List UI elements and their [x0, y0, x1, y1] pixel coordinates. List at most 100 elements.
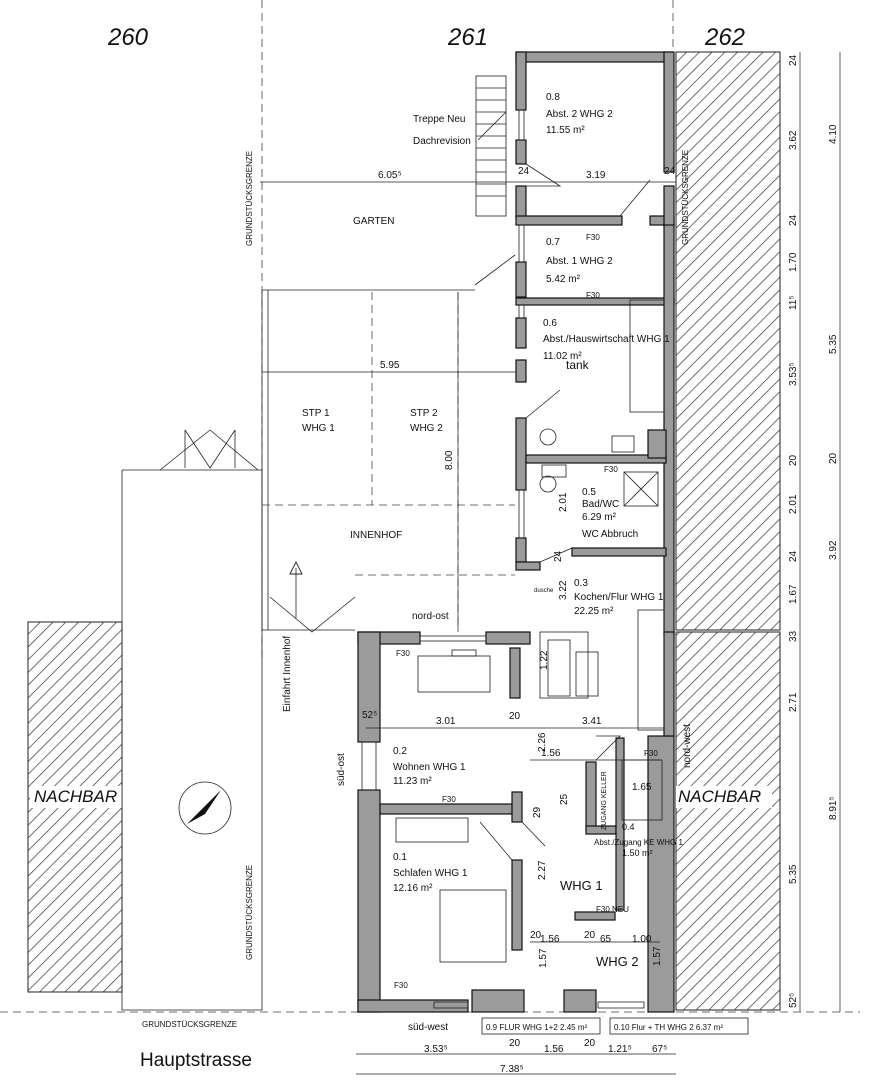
svg-text:Kochen/Flur WHG 1: Kochen/Flur WHG 1	[574, 592, 664, 603]
svg-text:0.9 FLUR WHG 1+2 2.45 m²: 0.9 FLUR WHG 1+2 2.45 m²	[486, 1023, 587, 1032]
svg-text:3.01: 3.01	[436, 716, 456, 727]
svg-text:52⁵: 52⁵	[788, 993, 799, 1008]
svg-text:24: 24	[518, 166, 530, 177]
neighbor-right-hatch-upper	[675, 51, 781, 631]
wall-west-upper	[515, 51, 527, 111]
boundary-label-top: GRUNDSTÜCKSGRENZE	[245, 151, 254, 246]
svg-text:33: 33	[788, 630, 799, 642]
svg-text:1.50 m²: 1.50 m²	[622, 848, 653, 858]
boundary-label-mid: GRUNDSTÜCKSGRENZE	[245, 865, 254, 960]
svg-text:1.57: 1.57	[538, 948, 549, 968]
svg-text:F30: F30	[586, 233, 600, 242]
svg-text:67⁵: 67⁵	[652, 1044, 667, 1055]
north-arrow	[178, 781, 232, 835]
svg-text:3.19: 3.19	[586, 170, 606, 181]
room-0-1: 0.1 Schlafen WHG 1 12.16 m²	[393, 852, 468, 894]
svg-text:20: 20	[584, 1038, 596, 1049]
entrance-label: Einfahrt Innenhof	[282, 636, 293, 712]
svg-text:2.01: 2.01	[788, 494, 799, 514]
svg-text:F30: F30	[394, 981, 408, 990]
svg-text:20: 20	[530, 930, 542, 941]
boundary-label-bottom: GRUNDSTÜCKSGRENZE	[142, 1020, 237, 1029]
lot-number-right: 262	[704, 24, 745, 51]
svg-text:7.38⁵: 7.38⁵	[500, 1064, 524, 1075]
svg-text:0.5: 0.5	[582, 487, 596, 498]
svg-text:1.00: 1.00	[632, 934, 652, 945]
svg-text:25: 25	[559, 793, 570, 805]
svg-text:3.41: 3.41	[582, 716, 602, 727]
whg1-label: WHG 1	[560, 878, 603, 893]
svg-text:F30: F30	[396, 649, 410, 658]
svg-text:0.8: 0.8	[546, 92, 560, 103]
room-0-7: 0.7 Abst. 1 WHG 2 5.42 m²	[546, 237, 613, 285]
svg-text:65: 65	[600, 934, 612, 945]
svg-text:24: 24	[788, 214, 799, 226]
svg-text:0.4: 0.4	[622, 822, 635, 832]
svg-text:1.57: 1.57	[652, 946, 663, 966]
svg-text:24: 24	[664, 166, 676, 177]
north-arrow-needle	[187, 790, 221, 824]
svg-text:20: 20	[509, 711, 521, 722]
orientation-sued-west: süd-west	[408, 1022, 448, 1033]
carport-outline	[261, 290, 355, 631]
legend-box-flur-th: 0.10 Flur + TH WHG 2 6.37 m²	[609, 1017, 749, 1035]
wall-east-upper	[663, 51, 675, 173]
orientation-sued-ost: süd-ost	[336, 753, 347, 786]
wardrobe	[395, 817, 469, 843]
parking1-owner: WHG 1	[302, 423, 335, 434]
svg-text:20: 20	[788, 454, 799, 466]
courtyard-label: INNENHOF	[350, 530, 402, 541]
svg-text:52⁵: 52⁵	[362, 710, 377, 721]
svg-text:1.67: 1.67	[788, 584, 799, 604]
parking2-owner: WHG 2	[410, 423, 443, 434]
neighbor-right-hatch-lower	[675, 631, 781, 1011]
lot-number-left: 260	[107, 24, 149, 51]
svg-text:Abst. 1 WHG 2: Abst. 1 WHG 2	[546, 256, 613, 267]
parking1-label: STP 1	[302, 408, 330, 419]
svg-text:Bad/WC: Bad/WC	[582, 499, 619, 510]
svg-text:1.65: 1.65	[632, 782, 652, 793]
svg-text:24: 24	[788, 550, 799, 562]
svg-text:ZUGANG KELLER: ZUGANG KELLER	[601, 771, 608, 830]
svg-text:Abst./Hauswirtschaft WHG 1: Abst./Hauswirtschaft WHG 1	[543, 334, 670, 345]
svg-text:20: 20	[509, 1038, 521, 1049]
svg-text:6.29 m²: 6.29 m²	[582, 512, 617, 523]
svg-text:20: 20	[584, 930, 596, 941]
svg-text:5.42 m²: 5.42 m²	[546, 274, 581, 285]
svg-text:F30: F30	[586, 291, 600, 300]
parking2-label: STP 2	[410, 408, 438, 419]
svg-text:2.26: 2.26	[537, 732, 548, 752]
neighbor-left-outline	[121, 469, 263, 1011]
garden-label: GARTEN	[353, 216, 395, 227]
svg-text:3.92: 3.92	[828, 540, 839, 560]
svg-text:Abst. 2 WHG 2: Abst. 2 WHG 2	[546, 109, 613, 120]
svg-text:3.53⁵: 3.53⁵	[424, 1044, 448, 1055]
svg-text:11.55 m²: 11.55 m²	[546, 125, 585, 136]
street-label: Hauptstrasse	[140, 1050, 252, 1071]
svg-text:5.95: 5.95	[380, 360, 400, 371]
room-0-3: 0.3 Kochen/Flur WHG 1 22.25 m²	[574, 578, 664, 617]
svg-text:12.16 m²: 12.16 m²	[393, 883, 433, 894]
svg-text:0.7: 0.7	[546, 237, 560, 248]
bed	[439, 889, 507, 963]
legend-box-flur: 0.9 FLUR WHG 1+2 2.45 m²	[481, 1017, 601, 1035]
svg-text:11.02 m²: 11.02 m²	[543, 351, 582, 362]
svg-text:8.91⁵: 8.91⁵	[828, 796, 839, 820]
svg-text:2.01: 2.01	[558, 492, 569, 512]
svg-text:F30: F30	[442, 795, 456, 804]
whg2-label: WHG 2	[596, 954, 639, 969]
svg-text:0.10 Flur + TH WHG 2 6.37: 0.10 Flur + TH WHG 2 6.37 m²	[614, 1023, 723, 1032]
boundary-label-right: GRUNDSTÜCKSGRENZE	[681, 150, 690, 245]
svg-text:F30: F30	[644, 749, 658, 758]
svg-text:0.1: 0.1	[393, 852, 407, 863]
lot-number-middle: 261	[447, 24, 488, 51]
orientation-nord-ost: nord-ost	[412, 611, 449, 622]
svg-text:2.71: 2.71	[788, 692, 799, 712]
svg-text:Abst./Zugang KE WHG 1: Abst./Zugang KE WHG 1	[594, 838, 683, 847]
room-0-2: 0.2 Wohnen WHG 1 11.23 m²	[393, 746, 466, 787]
svg-text:4.10: 4.10	[828, 124, 839, 144]
svg-text:0.2: 0.2	[393, 746, 407, 757]
svg-text:22.25 m²: 22.25 m²	[574, 606, 614, 617]
svg-text:1.56: 1.56	[544, 1044, 564, 1055]
svg-text:Wohnen WHG 1: Wohnen WHG 1	[393, 762, 466, 773]
